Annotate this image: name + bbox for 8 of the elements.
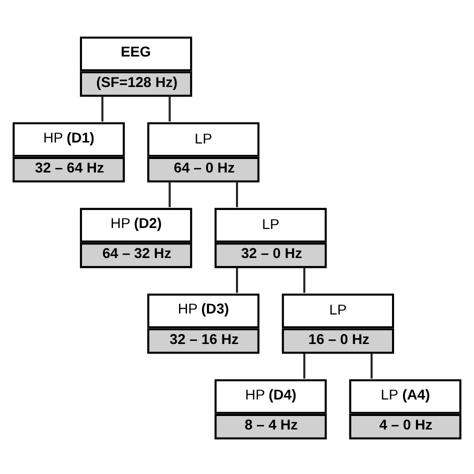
connector <box>303 267 306 292</box>
connector <box>168 182 171 207</box>
connector <box>236 267 238 292</box>
connector <box>370 353 373 378</box>
connector <box>236 182 238 207</box>
connector <box>168 96 171 121</box>
connector <box>303 353 306 378</box>
connector <box>101 96 104 121</box>
